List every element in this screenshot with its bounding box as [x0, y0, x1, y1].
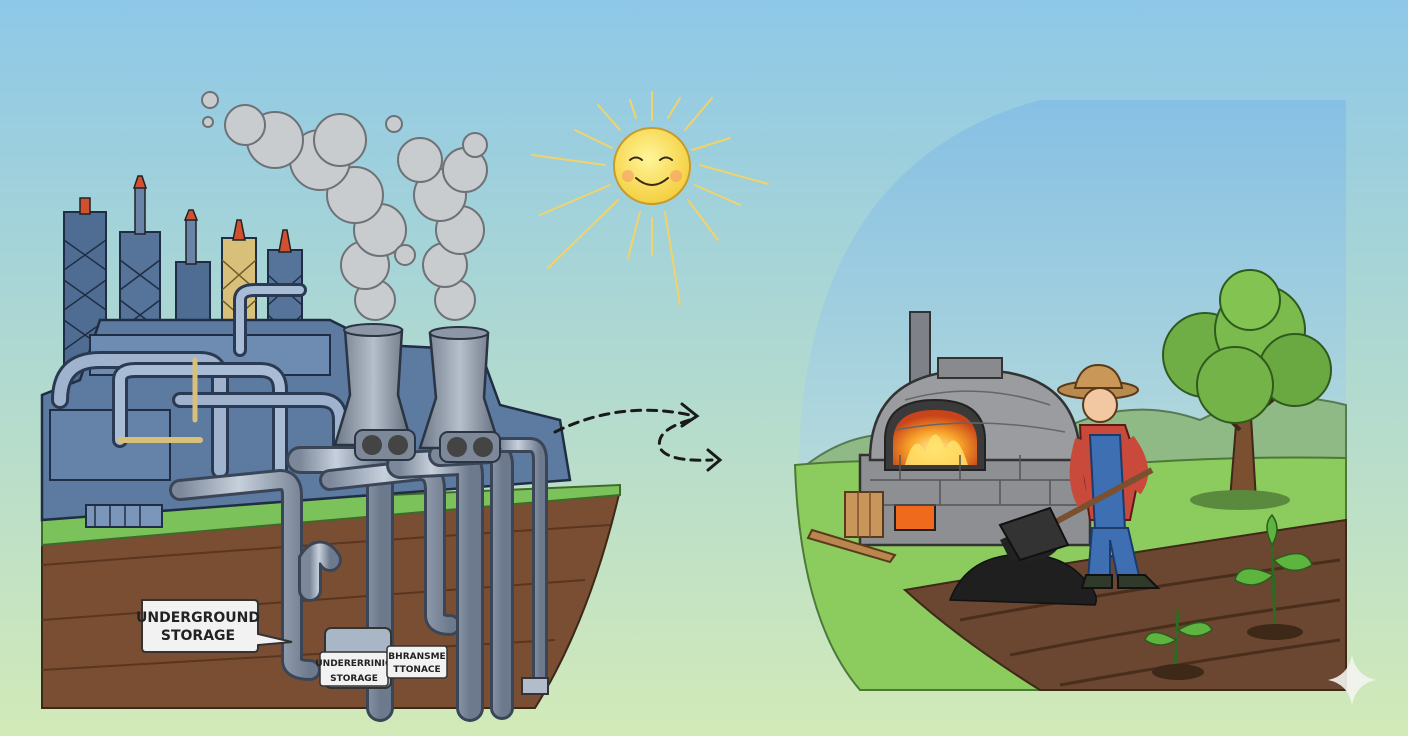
biochar-pile — [948, 553, 1097, 606]
underground-storage-label: UNDERGROUND STORAGE — [136, 599, 293, 653]
side-label-line-1: BHRANSME — [388, 652, 445, 662]
small-storage-label: UNDERERRINIO STORAGE — [315, 651, 393, 687]
smoke-plumes — [201, 91, 488, 321]
underground-storage-line-2: STORAGE — [161, 628, 235, 644]
shovel-blade — [998, 506, 1070, 562]
tree — [1162, 269, 1332, 510]
side-label: BHRANSME TTONACE — [386, 645, 448, 679]
sun-icon — [531, 91, 769, 306]
small-storage-line-2: STORAGE — [330, 674, 378, 684]
dashed-arrow-icon — [553, 402, 723, 472]
underground-storage-line-1: UNDERGROUND — [136, 610, 260, 626]
right-panel-farm — [793, 100, 1347, 691]
cooling-towers — [333, 323, 502, 463]
kiln-oven — [806, 311, 1092, 564]
shovel-handle — [1048, 467, 1154, 528]
factory-pipes — [51, 283, 348, 488]
small-storage-line-1: UNDERERRINIO — [315, 659, 393, 669]
side-label-line-2: TTONACE — [393, 665, 440, 675]
seedling-1 — [1144, 609, 1213, 680]
farmer-figure — [998, 363, 1161, 589]
sparkle-icon — [1328, 655, 1376, 705]
left-panel-factory: UNDERGROUND STORAGE UNDERERRINIO STORAGE… — [40, 91, 622, 722]
seedling-2 — [1234, 513, 1313, 640]
